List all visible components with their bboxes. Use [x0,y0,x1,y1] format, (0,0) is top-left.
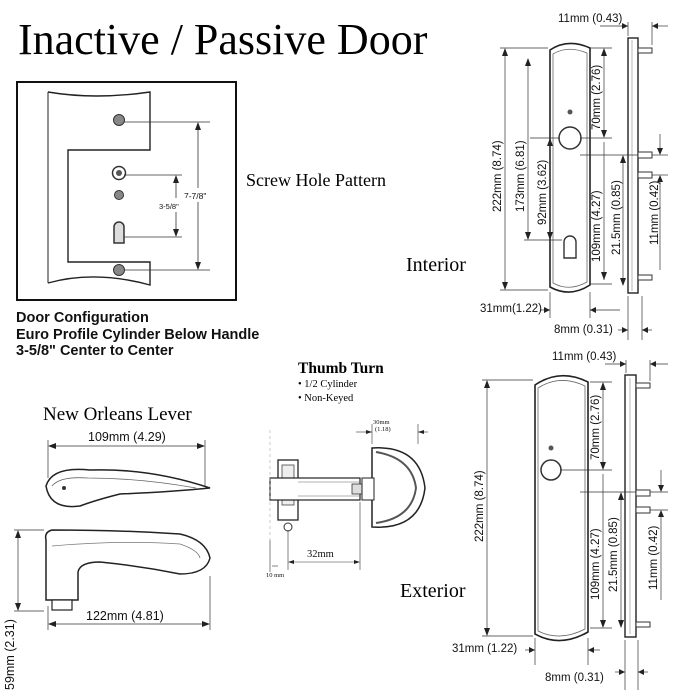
thumb-turn-title: Thumb Turn [298,360,384,377]
exterior-height-70: 70mm (2.76) [590,395,602,460]
lever-width-label: 109mm (4.29) [88,430,166,444]
lever-top-view [45,468,211,508]
screw-hole-mid [114,190,124,200]
exterior-bottom-width: 31mm (1.22) [452,643,517,655]
interior-height-70: 70mm (2.76) [591,65,603,130]
thumb-turn-knob [371,447,426,528]
exterior-total-height: 222mm (8.74) [474,470,486,542]
lever-title: New Orleans Lever [43,404,192,425]
interior-plate-side [627,37,639,294]
thumb-dim-small: 10 mm [266,572,284,579]
interior-height-92: 92mm (3.62) [537,160,549,225]
thumb-dim-top-in: (1.18) [375,426,391,433]
thumb-turn-note-1: • 1/2 Cylinder [298,379,358,390]
interior-plate-front [549,42,591,293]
exterior-label: Exterior [400,580,466,602]
screw-hole-frame [16,81,237,301]
exterior-height-109: 109mm (4.27) [590,528,602,600]
screw-hole-label: Screw Hole Pattern [246,170,386,190]
door-config-line-3: 3-5/8" Center to Center [16,343,174,359]
interior-top-width: 11mm (0.43) [558,13,623,25]
lever-side-view [44,529,211,601]
door-config-text: Door Configuration Euro Profile Cylinder… [16,310,259,360]
interior-height-173: 173mm (6.81) [515,140,527,212]
exterior-plate-front [534,374,589,642]
exterior-top-width: 11mm (0.43) [552,351,617,363]
thumb-turn-note-2: • Non-Keyed [298,393,354,404]
dim-3-5-8: 3-5/8" [159,202,179,211]
interior-label: Interior [406,254,466,276]
exterior-height-11: 11mm (0.42) [648,525,660,590]
interior-bottom-width: 31mm(1.22) [480,303,542,315]
lever-length-label: 122mm (4.81) [86,609,164,623]
exterior-plate-side [624,374,637,638]
thumb-dim-top: 30mm [373,419,390,426]
lever-height-label: 59mm (2.31) [3,619,17,690]
thumb-dim-body: 32mm [307,549,334,560]
interior-bottom-8: 8mm (0.31) [554,324,613,336]
cylinder-hole [113,221,125,244]
door-config-line-1: Door Configuration [16,310,149,326]
interior-total-height: 222mm (8.74) [492,140,504,212]
screw-hole-top [113,114,125,126]
interior-height-109: 109mm (4.27) [591,190,603,262]
exterior-bottom-8: 8mm (0.31) [545,672,604,684]
interior-height-11: 11mm (0.42) [649,180,661,245]
interior-height-21: 21.5mm (0.85) [611,180,623,255]
page-title: Inactive / Passive Door [18,15,428,64]
interior-cylinder-hole [563,235,577,259]
door-edge-outline [47,91,151,286]
exterior-height-21: 21.5mm (0.85) [608,517,620,592]
dim-7-7-8: 7-7/8" [184,191,206,201]
door-config-line-2: Euro Profile Cylinder Below Handle [16,326,260,343]
